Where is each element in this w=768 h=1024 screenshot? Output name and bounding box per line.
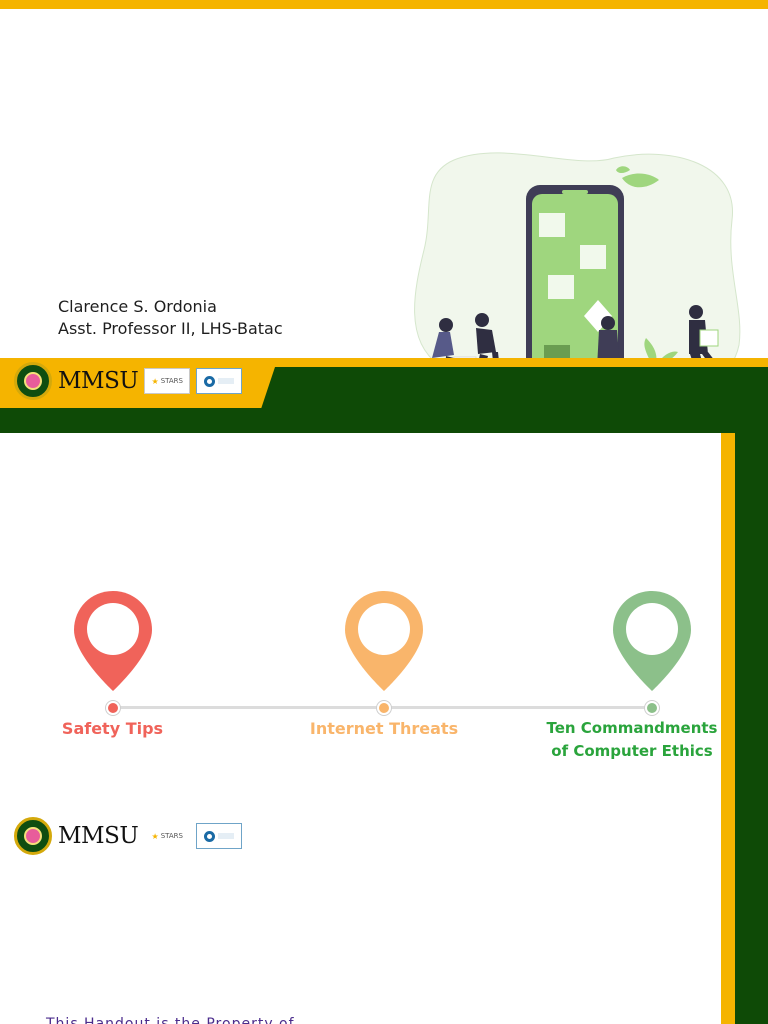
timeline-dot-safety [106, 701, 120, 715]
mmsu-seal-icon [14, 362, 52, 400]
yellow-accent-strip [0, 358, 768, 367]
map-pin-icon-safety [74, 591, 152, 691]
bottom-cutoff-text: This Handout is the Property of ... [46, 1016, 317, 1024]
map-pin-icon-ethics [613, 591, 691, 691]
stars-rating-badge: ★STARS [144, 823, 191, 849]
right-green-rail [735, 433, 768, 1024]
mmsu-seal-icon [14, 817, 52, 855]
timeline-label-threats: Internet Threats [309, 719, 459, 738]
topics-slide: Safety Tips Internet Threats Ten Command… [0, 433, 768, 1024]
stars-badge-label: STARS [160, 832, 183, 840]
mmsu-wordmark: MMSU [58, 368, 139, 394]
timeline-dot-threats [377, 701, 391, 715]
institution-logos: MMSU ★STARS [14, 362, 243, 400]
map-pin-icon-threats [345, 591, 423, 691]
timeline-dot-ethics [645, 701, 659, 715]
stars-rating-badge: ★STARS [144, 368, 191, 394]
stars-badge-label: STARS [160, 377, 183, 385]
iso-certification-badge [196, 823, 243, 849]
presenter-title: Asst. Professor II, LHS-Batac [58, 319, 283, 338]
timeline-label-ethics: Ten Commandments of Computer Ethics [546, 719, 718, 760]
presenter-info: Clarence S. Ordonia Asst. Professor II, … [58, 296, 283, 340]
iso-certification-badge [196, 368, 243, 394]
timeline-label-safety: Safety Tips [61, 719, 164, 738]
mmsu-wordmark: MMSU [58, 823, 139, 849]
right-yellow-rail [721, 433, 735, 1024]
institution-logos-2: MMSU ★STARS [14, 817, 243, 855]
top-accent-bar [0, 0, 768, 9]
title-slide: Clarence S. Ordonia Asst. Professor II, … [0, 0, 768, 433]
people-building-phone-illustration: @ [392, 152, 751, 419]
presenter-name: Clarence S. Ordonia [58, 297, 217, 316]
